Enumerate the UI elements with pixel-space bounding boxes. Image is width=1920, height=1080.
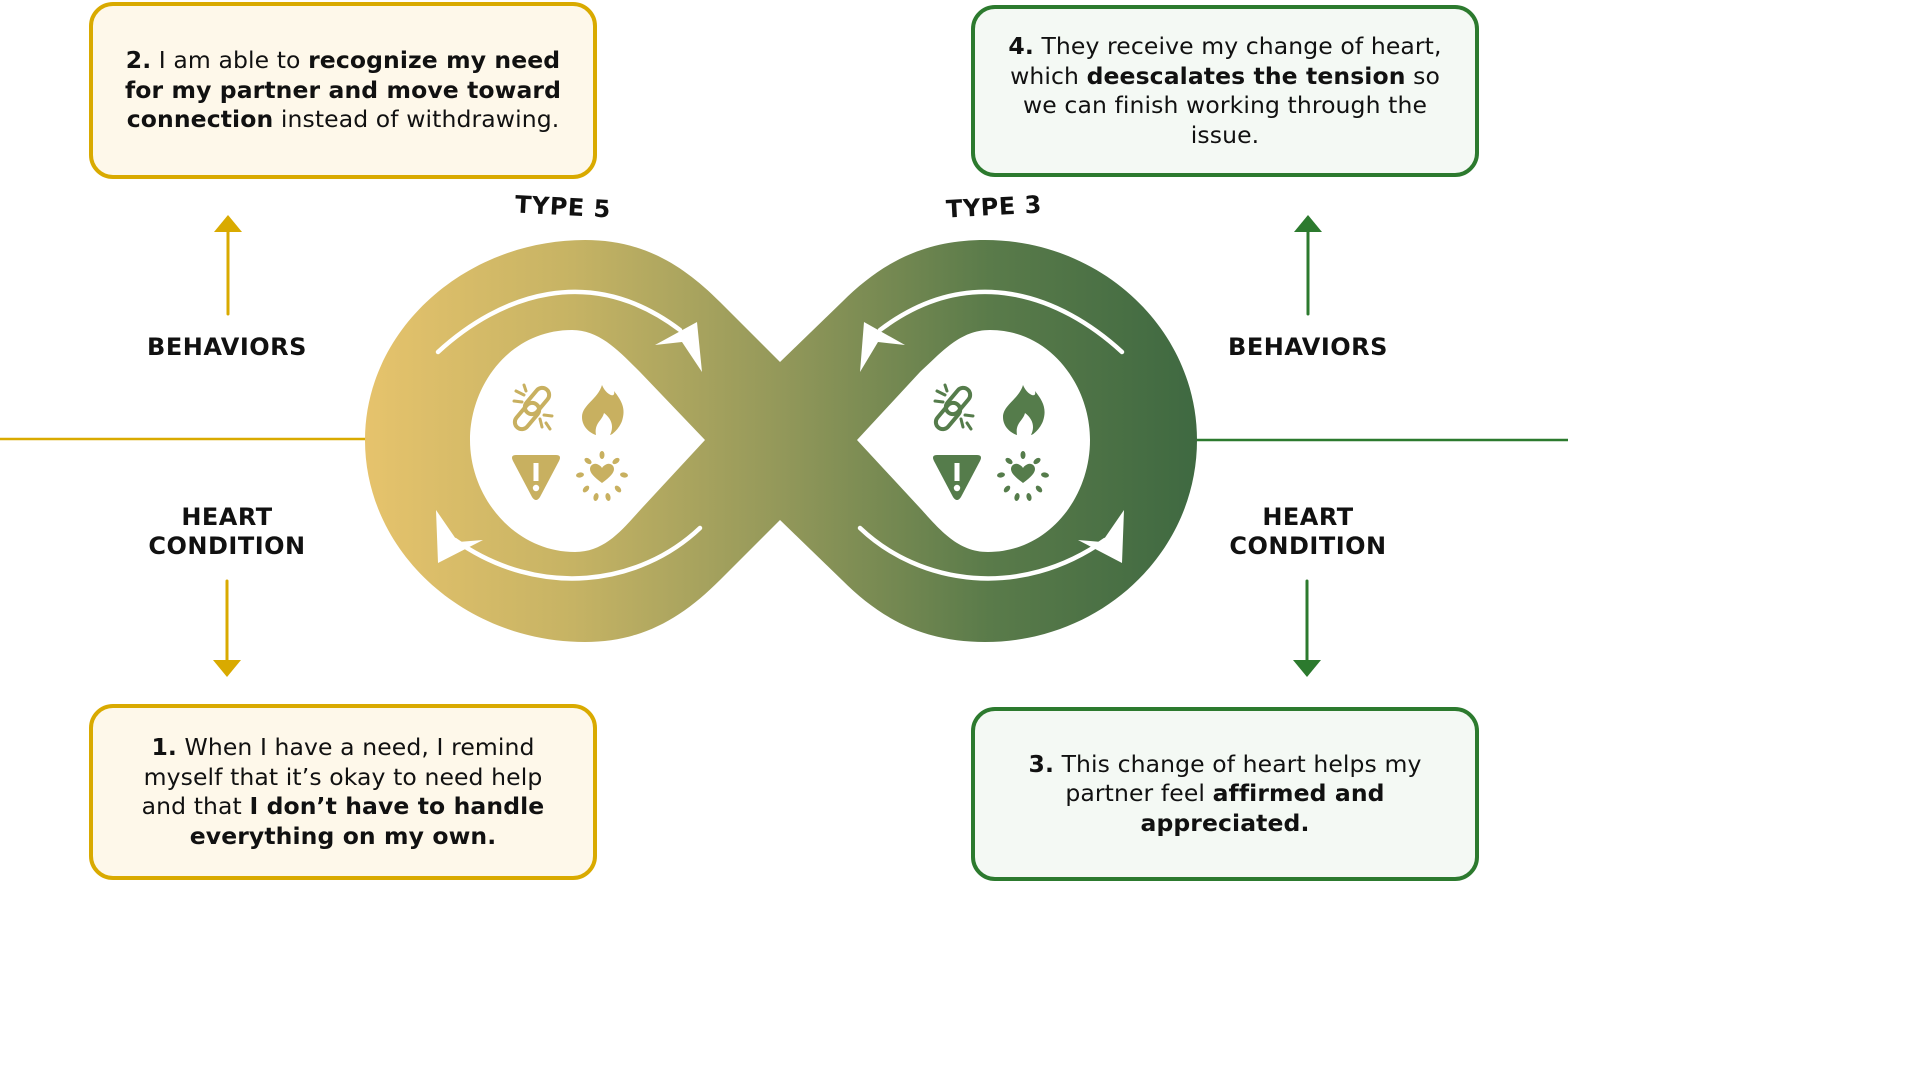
right-heart-condition-label: HEART CONDITION: [1178, 503, 1438, 561]
left-heart-line1: HEART: [181, 503, 273, 531]
left-heart-condition-label: HEART CONDITION: [97, 503, 357, 561]
right-up-arrow: [1294, 215, 1322, 316]
body-text: I am able to: [151, 46, 309, 75]
right-loop-arrows: [857, 289, 1125, 581]
body-text: This change of heart helps my partner fe…: [1054, 749, 1422, 808]
broken-link-icon: [933, 383, 975, 432]
body-text: When I have a need, I remind myself that…: [141, 733, 543, 820]
step-1-text: 1. When I have a need, I remind myself t…: [119, 733, 567, 851]
step-3-text: 3. This change of heart helps my partner…: [1001, 750, 1449, 839]
infinity-diagram: [0, 215, 1568, 677]
left-loop-arrows: [435, 289, 703, 581]
right-behaviors-label: BEHAVIORS: [1228, 333, 1388, 361]
left-icon-group: [512, 383, 628, 501]
body-text: They receive my change of heart, which: [1010, 32, 1442, 90]
emphasis-text: deescalates the tension: [1086, 61, 1406, 90]
arrowhead-bottom-right: [1078, 510, 1124, 563]
step-2-box: 2. I am able to recognize my need for my…: [89, 2, 597, 179]
arrowhead-top-left: [655, 322, 702, 372]
right-heart-line2: CONDITION: [1229, 532, 1387, 560]
body-text: so we can finish working through the iss…: [1022, 61, 1440, 149]
left-behaviors-label: BEHAVIORS: [147, 333, 307, 361]
step-number: 1.: [151, 733, 177, 761]
emphasis-text: affirmed and appreciated.: [1140, 779, 1385, 837]
right-icon-group: [933, 383, 1049, 501]
radiant-heart-icon: [997, 451, 1049, 501]
step-1-box: 1. When I have a need, I remind myself t…: [89, 704, 597, 880]
arrowhead-bottom-left: [436, 510, 483, 563]
broken-link-icon: [512, 383, 554, 432]
step-number: 4.: [1008, 32, 1034, 60]
emphasis-text: recognize my need for my partner and mov…: [124, 46, 562, 134]
arrow-bottom-right: [857, 525, 1108, 581]
step-4-box: 4. They receive my change of heart, whic…: [971, 5, 1479, 177]
left-down-arrow: [213, 579, 241, 677]
radiant-heart-icon: [576, 451, 628, 501]
warning-icon: [933, 455, 981, 500]
step-number: 3.: [1028, 749, 1055, 778]
emphasis-text: I don’t have to handle everything on my …: [189, 792, 545, 850]
arrow-top-left: [435, 289, 683, 355]
arrowhead-top-right: [860, 322, 905, 372]
right-down-arrow: [1293, 579, 1321, 677]
arrow-bottom-left: [452, 525, 703, 581]
step-3-box: 3. This change of heart helps my partner…: [971, 707, 1479, 881]
step-number: 2.: [125, 46, 152, 75]
right-heart-line1: HEART: [1262, 503, 1354, 531]
step-4-text: 4. They receive my change of heart, whic…: [1001, 32, 1449, 150]
arrow-top-right: [877, 289, 1125, 355]
fire-icon: [1003, 385, 1045, 435]
infinity-shape: [365, 240, 1197, 642]
fire-icon: [582, 385, 624, 435]
warning-icon: [512, 455, 560, 500]
type-5-label: TYPE 5: [514, 190, 612, 224]
type-3-label: TYPE 3: [945, 190, 1043, 224]
left-heart-line2: CONDITION: [148, 532, 306, 560]
body-text: instead of withdrawing.: [273, 105, 560, 134]
step-2-text: 2. I am able to recognize my need for my…: [119, 46, 567, 135]
left-up-arrow: [214, 215, 242, 316]
